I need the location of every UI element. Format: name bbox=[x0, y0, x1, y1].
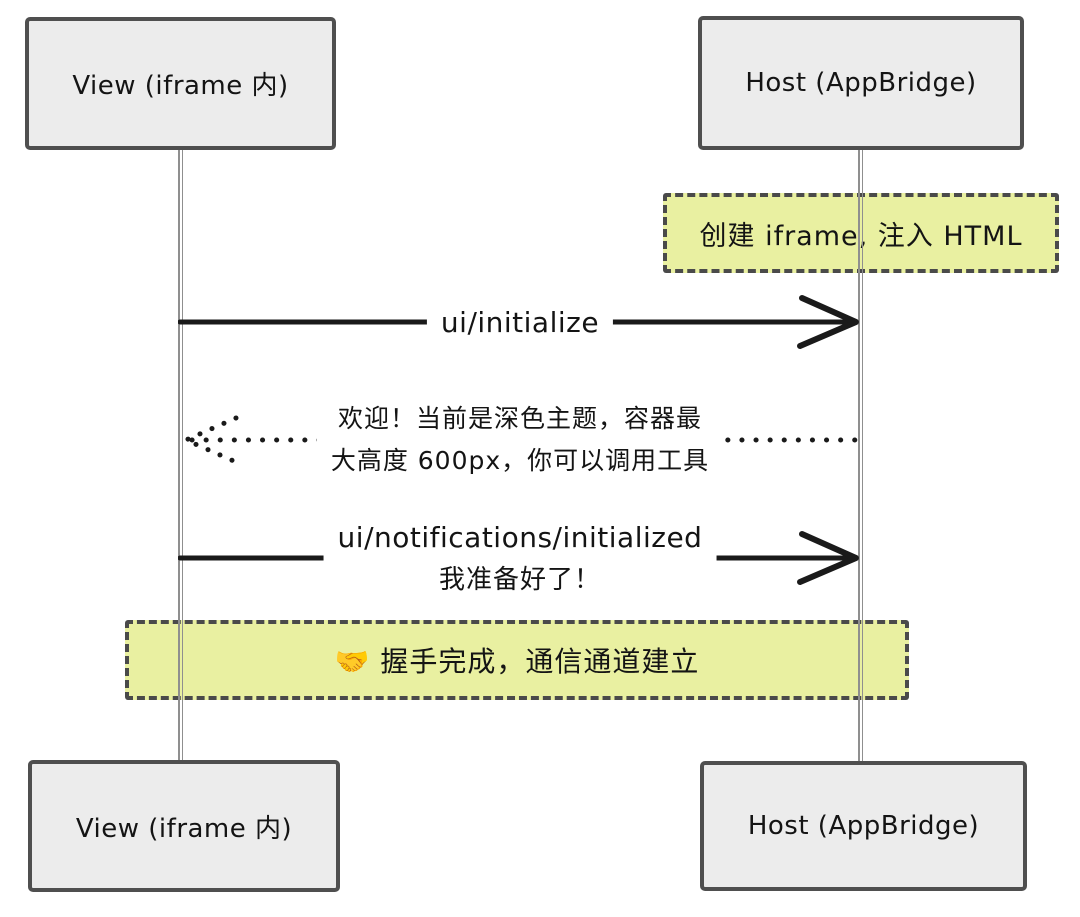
arrowhead-right-icon bbox=[797, 295, 859, 349]
actor-box-view-bottom: View (iframe 内) bbox=[28, 760, 340, 892]
label-msg-initialize: ui/initialize bbox=[426, 300, 614, 346]
arrowhead-left-dotted-icon bbox=[183, 415, 239, 465]
label-msg-initialized: ui/notifications/initialized 我准备好了！ bbox=[323, 515, 717, 603]
actor-host-label: Host (AppBridge) bbox=[747, 811, 980, 841]
arrow-msg-welcome bbox=[183, 415, 863, 465]
actor-view-label: View (iframe 内) bbox=[75, 813, 293, 844]
msg-welcome-line1: 欢迎！当前是深色主题，容器最 bbox=[337, 404, 702, 433]
lifeline-view bbox=[178, 149, 183, 762]
msg-initialized-line2: 我准备好了！ bbox=[438, 565, 602, 595]
actor-view-label: View (iframe 内) bbox=[72, 71, 289, 101]
actor-host-label: Host (AppBridge) bbox=[745, 68, 977, 98]
note-handshake-text: 🤝 握手完成，通信通道建立 bbox=[334, 645, 700, 678]
note-handshake: 🤝 握手完成，通信通道建立 bbox=[125, 620, 909, 700]
msg-initialize-line1: ui/initialize bbox=[440, 306, 600, 339]
note-create-iframe-text: 创建 iframe, 注入 HTML bbox=[699, 220, 1023, 252]
actor-box-host-bottom: Host (AppBridge) bbox=[700, 761, 1027, 891]
msg-initialized-line1: ui/notifications/initialized bbox=[337, 521, 703, 554]
arrowhead-right-icon bbox=[797, 531, 859, 585]
msg-welcome-line2: 大高度 600px，你可以调用工具 bbox=[330, 446, 710, 475]
label-msg-welcome: 欢迎！当前是深色主题，容器最 大高度 600px，你可以调用工具 bbox=[316, 396, 724, 484]
lifeline-host bbox=[858, 149, 863, 762]
actor-box-host-top: Host (AppBridge) bbox=[698, 16, 1024, 150]
actor-box-view-top: View (iframe 内) bbox=[25, 17, 336, 150]
note-create-iframe: 创建 iframe, 注入 HTML bbox=[663, 193, 1059, 273]
